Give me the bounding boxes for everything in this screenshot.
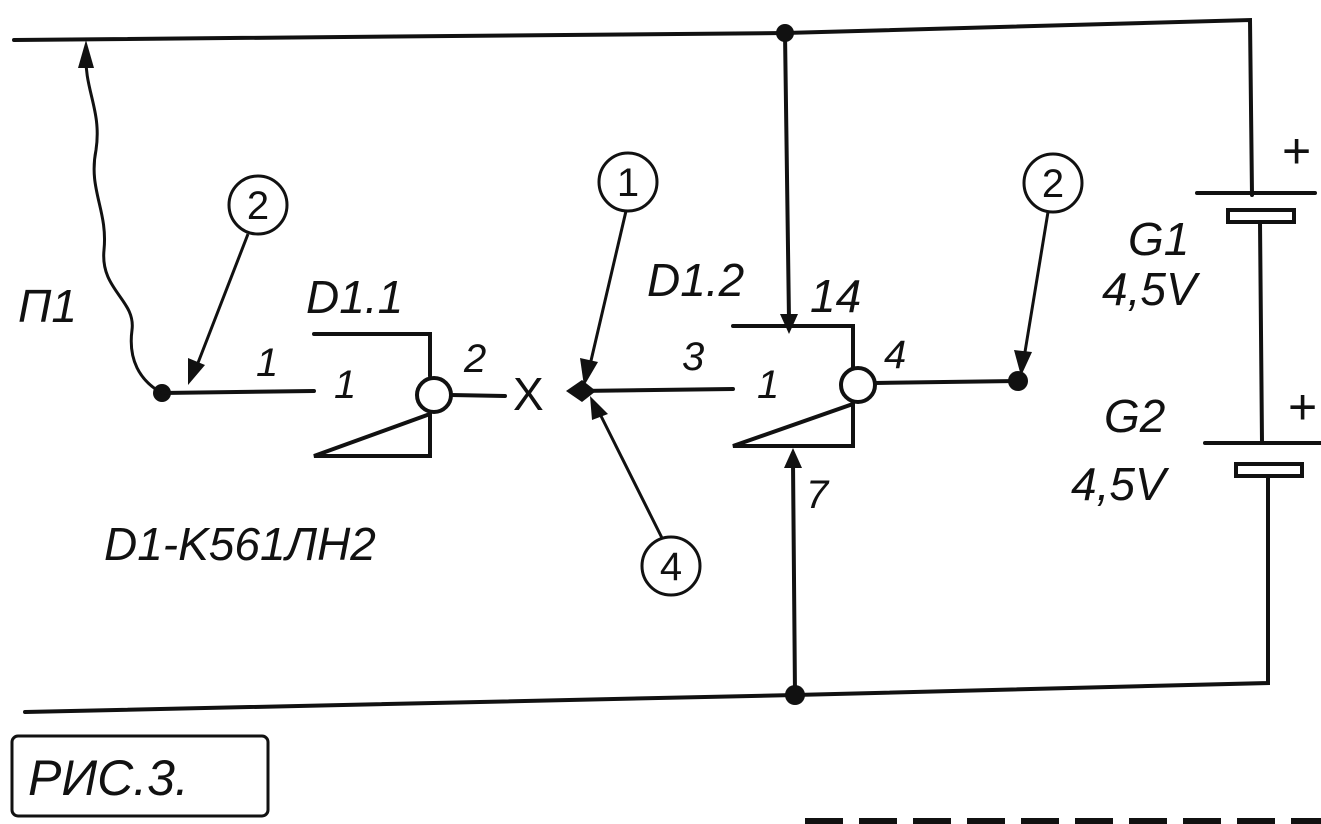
gnd-arrowhead: [784, 448, 802, 468]
marker-4: 4: [590, 396, 702, 597]
gate-d1-2: [731, 324, 877, 448]
ic-type-label: D1-K561ЛН2: [104, 518, 376, 570]
d1-1-input-wire: [160, 389, 316, 395]
battery-g1-polarity: +: [1282, 123, 1311, 179]
marker-2-left: 2: [188, 174, 289, 385]
d1-2-output-wire: [873, 379, 1020, 385]
battery-g1-name: G1: [1128, 213, 1189, 265]
gate-d1-2-name: D1.2: [647, 254, 744, 306]
battery-link-wire: [1258, 220, 1264, 445]
gate-d1-1-pin-in: 1: [256, 341, 278, 385]
positive-rail: [12, 17, 1254, 197]
vcc-wire: [783, 31, 791, 322]
vcc-arrowhead: [780, 314, 798, 334]
probe-arrowhead: [78, 40, 94, 68]
marker-1-text: 1: [617, 161, 639, 205]
battery-g2-short-plate: [1234, 462, 1304, 478]
marker-2-left-text: 2: [247, 184, 269, 228]
marker-1: 1: [580, 151, 659, 386]
node-x-junction: [566, 380, 596, 402]
gate-d1-2-pin-out: 4: [884, 333, 906, 377]
battery-g2-polarity: +: [1288, 379, 1317, 435]
gate-d1-2-pin-in: 3: [682, 335, 704, 379]
output-terminal: [1008, 371, 1028, 391]
marker-2-right-text: 2: [1042, 162, 1064, 206]
probe-label: П1: [18, 280, 77, 332]
gnd-wire: [791, 460, 797, 697]
battery-g1: [1195, 191, 1317, 224]
figure-caption-frame: [10, 734, 270, 818]
marker-2-right: 2: [1014, 152, 1084, 376]
gate-d1-1-body: [312, 332, 432, 458]
gate-d1-2-pin-gnd: 7: [806, 473, 830, 517]
gate-d1-1-symbol: 1: [334, 363, 356, 407]
figure-caption: РИС.3.: [10, 734, 270, 818]
marker-4-text: 4: [660, 545, 682, 589]
gnd-junction: [785, 685, 805, 705]
gate-d1-1-inverter-bubble: [415, 376, 453, 414]
gate-d1-1-name: D1.1: [306, 271, 403, 323]
d1-2-input-wire: [576, 387, 735, 393]
gate-d1-2-symbol: 1: [757, 363, 779, 407]
gate-d1-1-pin-out: 2: [463, 337, 486, 381]
figure-caption-text: РИС.3.: [28, 750, 189, 806]
battery-g2-name: G2: [1104, 390, 1165, 442]
probe-wire: [84, 51, 161, 394]
gate-d1-2-pin-vcc: 14: [810, 270, 861, 322]
battery-g2: [1203, 441, 1321, 478]
test-point-label: X: [513, 368, 544, 420]
gate-d1-2-inverter-bubble: [839, 366, 877, 404]
negative-rail: [23, 476, 1270, 714]
battery-g1-voltage: 4,5V: [1102, 263, 1201, 315]
battery-g1-short-plate: [1226, 208, 1296, 224]
battery-g2-voltage: 4,5V: [1071, 458, 1170, 510]
gate-d1-2-body: [731, 324, 855, 448]
vcc-junction: [776, 24, 794, 42]
d1-1-output-wire: [449, 393, 507, 398]
